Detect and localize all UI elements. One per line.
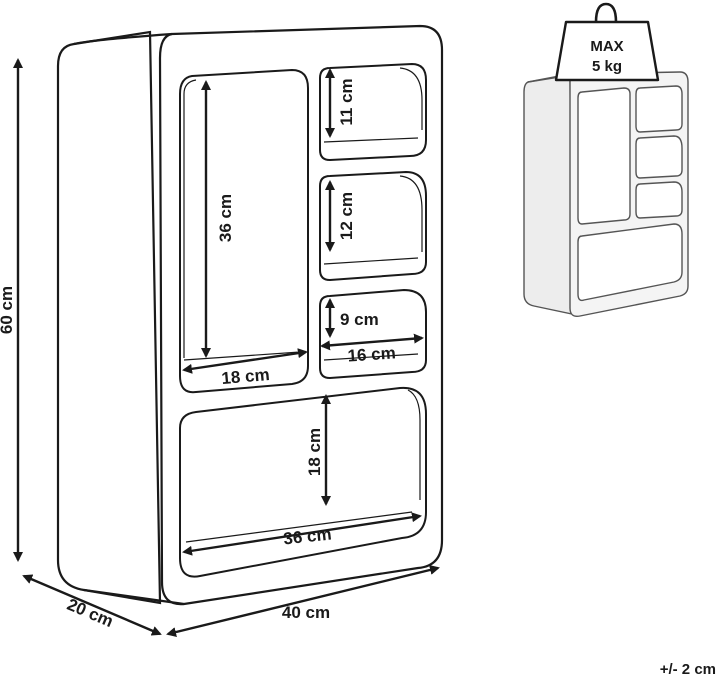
compartment-tall	[179, 68, 309, 394]
compartments	[179, 62, 427, 578]
weight-icon: MAX 5 kg	[554, 2, 660, 82]
label-height-total: 60 cm	[0, 286, 16, 334]
label-width-total: 40 cm	[282, 603, 330, 622]
label-top-small-height: 11 cm	[337, 78, 356, 125]
label-depth: 20 cm	[64, 595, 116, 631]
tolerance-note: +/- 2 cm	[660, 661, 716, 678]
dim-line-width	[166, 565, 440, 637]
shelf-side-face	[56, 30, 162, 605]
dim-line-bottom-width	[182, 512, 422, 556]
label-small-width: 16 cm	[347, 343, 396, 365]
label-bottom-width: 36 cm	[282, 525, 332, 549]
label-tall-height: 36 cm	[216, 194, 235, 242]
label-mid-small-height: 12 cm	[337, 192, 356, 240]
compartment-mid-small	[319, 170, 427, 282]
compartment-top-small	[319, 62, 427, 162]
weight-value-label: 5 kg	[592, 58, 622, 75]
dim-line-small-width	[320, 333, 424, 351]
dim-line-tall-width	[182, 348, 308, 374]
compartment-low-small	[319, 288, 427, 380]
weight-thumbnail: MAX 5 kg	[523, 2, 689, 318]
dim-line-depth	[22, 574, 162, 636]
label-tall-width: 18 cm	[221, 365, 271, 388]
thumb-shelf-side	[523, 73, 573, 315]
label-low-small-height: 9 cm	[340, 310, 379, 329]
dimension-lines	[13, 58, 440, 637]
label-bottom-height: 18 cm	[305, 428, 324, 476]
weight-max-label: MAX	[590, 38, 623, 55]
